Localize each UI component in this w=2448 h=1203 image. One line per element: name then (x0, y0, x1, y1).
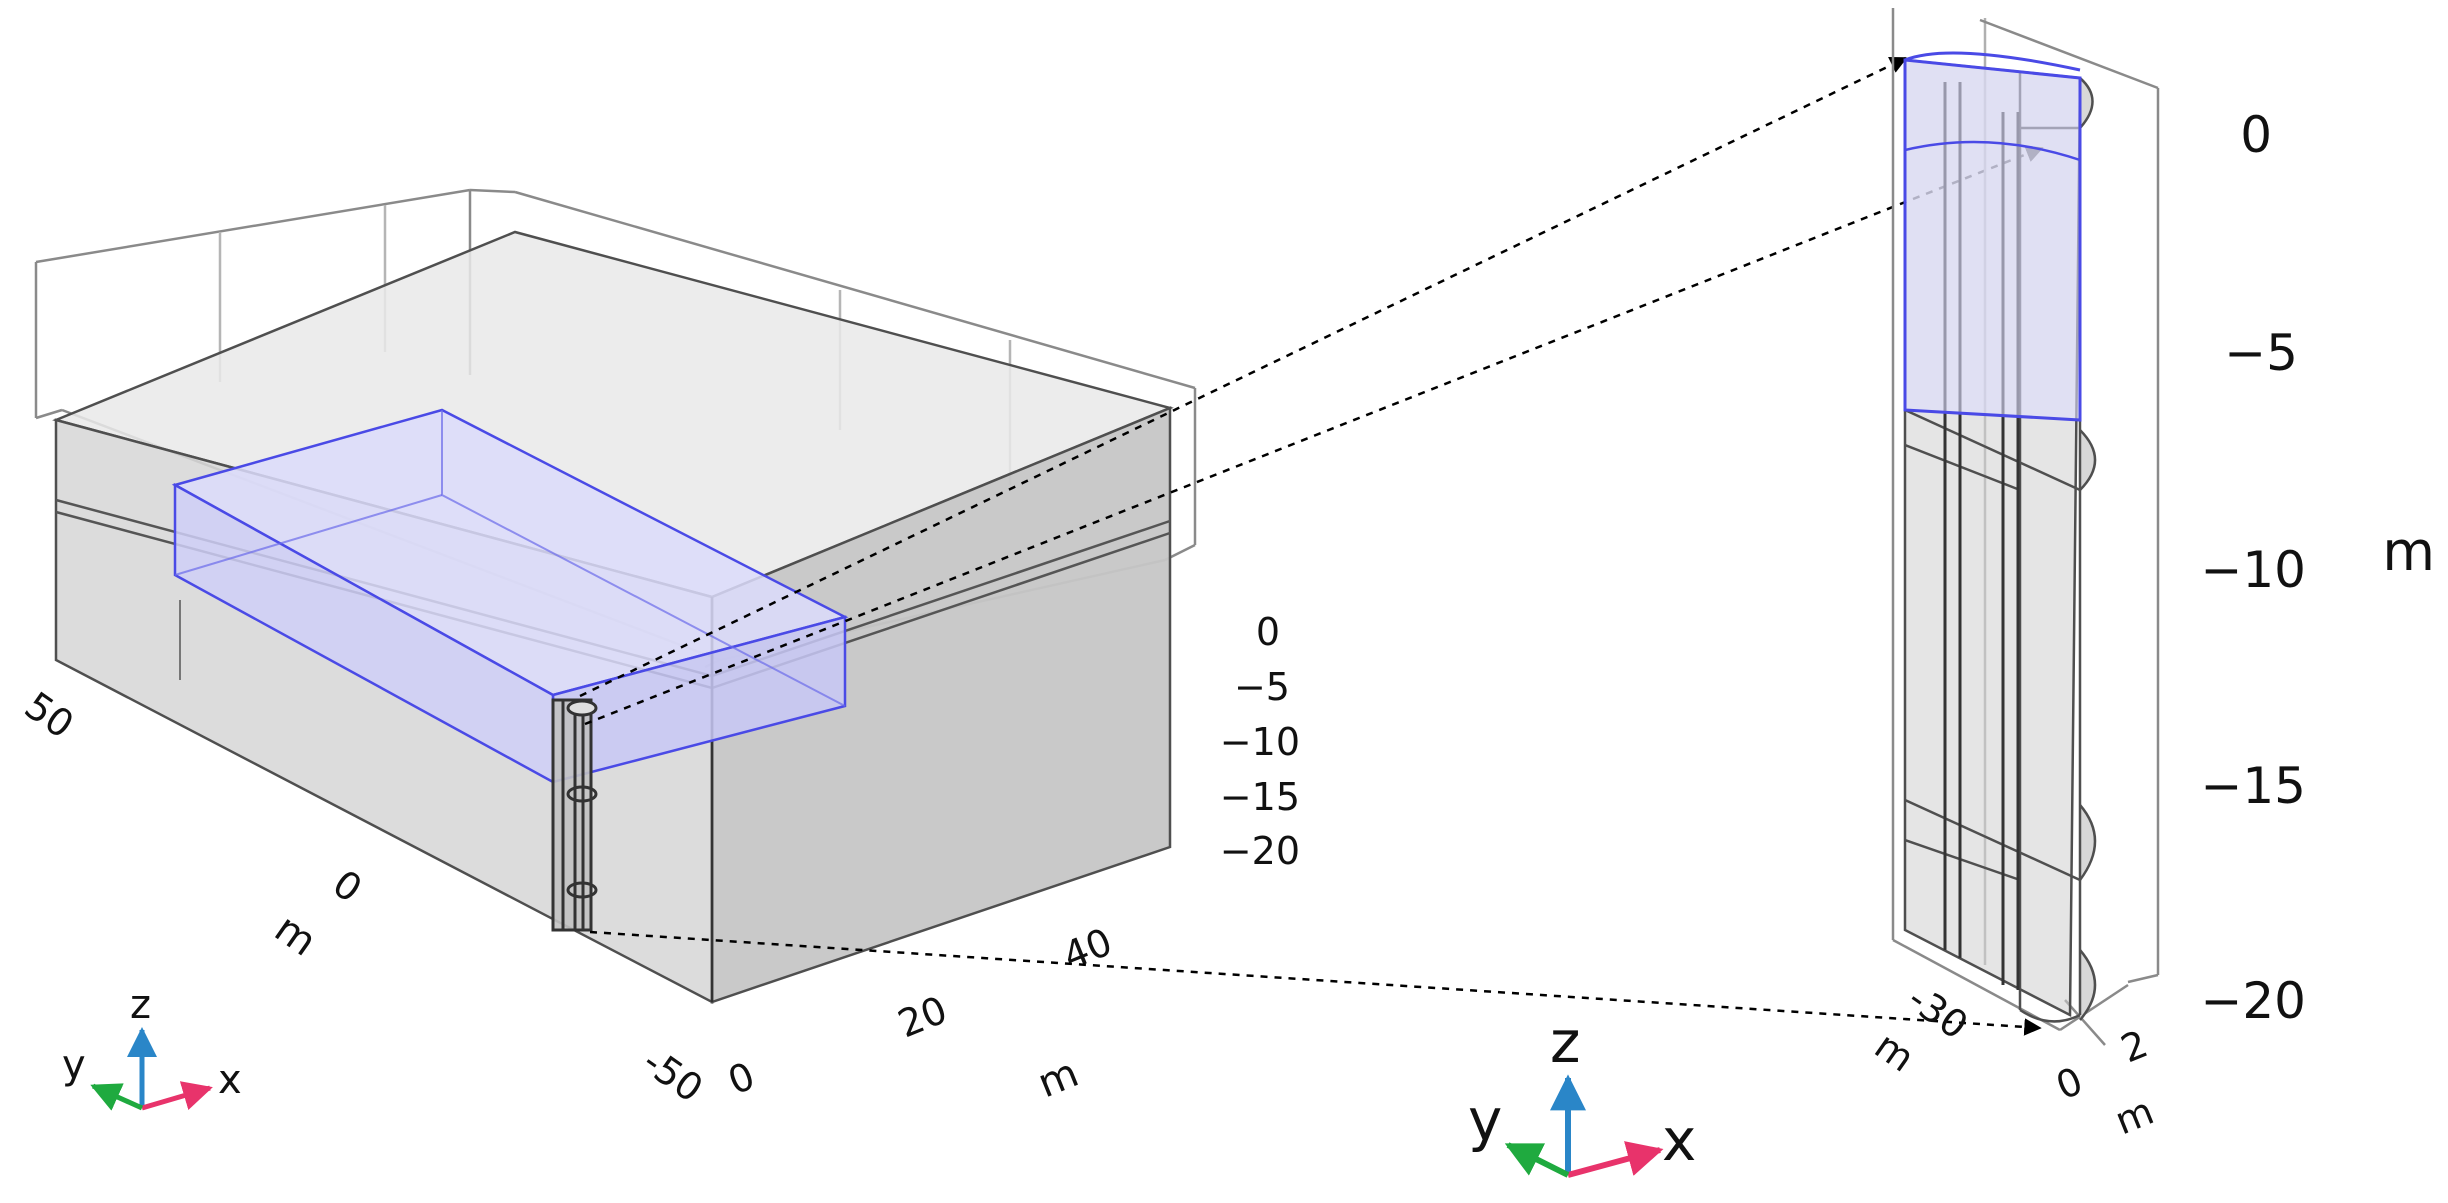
right-z-tick-0: 0 (2240, 106, 2272, 164)
right-x-tick-0: 0 (2050, 1058, 2089, 1108)
right-z-tick-3: −15 (2200, 757, 2306, 815)
left-x-tick-1: 20 (892, 987, 953, 1046)
triad-small-z-label: z (130, 982, 151, 1028)
left-z-tick-1: −5 (1234, 665, 1290, 709)
axis-triad-small: z x y (62, 982, 242, 1111)
callout-arrow-bottom (589, 930, 2042, 1036)
left-x-tick-2: 40 (1057, 919, 1118, 978)
triad-small-x-label: x (218, 1057, 242, 1103)
right-z-tick-2: −10 (2200, 541, 2306, 599)
triad-large-z-label: z (1550, 1008, 1580, 1076)
left-x-tick-0: 0 (722, 1053, 761, 1103)
triad-large-x-label: x (1662, 1106, 1696, 1174)
left-y-tick-1: 0 (325, 861, 370, 911)
right-z-tick-4: −20 (2200, 972, 2306, 1030)
right-y-axis-unit: m (1867, 1023, 1923, 1080)
left-y-tick-2: -50 (635, 1039, 711, 1111)
left-z-tick-0: 0 (1256, 610, 1280, 654)
triad-small-y-label: y (62, 1042, 86, 1088)
left-x-axis-unit: m (1032, 1050, 1085, 1107)
axis-triad-large: z x y (1468, 1008, 1696, 1178)
pile-zoom-excavation (1903, 51, 2082, 422)
right-z-axis-ticks: 0 −5 −10 −15 −20 m (2200, 106, 2435, 1030)
left-y-tick-0: 50 (17, 683, 82, 747)
left-z-tick-2: −10 (1220, 720, 1300, 764)
right-x-axis-unit: m (2109, 1089, 2160, 1144)
left-z-tick-4: −20 (1220, 829, 1300, 873)
right-z-axis-unit: m (2382, 520, 2435, 583)
retaining-pile (551, 698, 598, 932)
right-x-tick-1: 2 (2115, 1021, 2154, 1071)
callout-arrow-middle (584, 145, 2044, 726)
left-z-axis-ticks: 0 −5 −10 −15 −20 (1220, 610, 1300, 873)
right-z-tick-1: −5 (2224, 324, 2298, 382)
left-z-tick-3: −15 (1220, 775, 1300, 819)
left-y-axis-unit: m (266, 906, 324, 966)
zoom-callout-arrows (579, 56, 2044, 1036)
triad-large-y-label: y (1468, 1086, 1502, 1154)
right-zoom-view: 0 −5 −10 −15 −20 m -30 m 0 2 m z x y (1468, 8, 2435, 1178)
right-horizontal-ticks: -30 m 0 2 m (1867, 976, 2160, 1143)
left-model-view: 50 0 -50 m 0 20 40 m 0 −5 −10 −15 −20 z … (17, 188, 1300, 1111)
excavation-pit (171, 408, 849, 785)
